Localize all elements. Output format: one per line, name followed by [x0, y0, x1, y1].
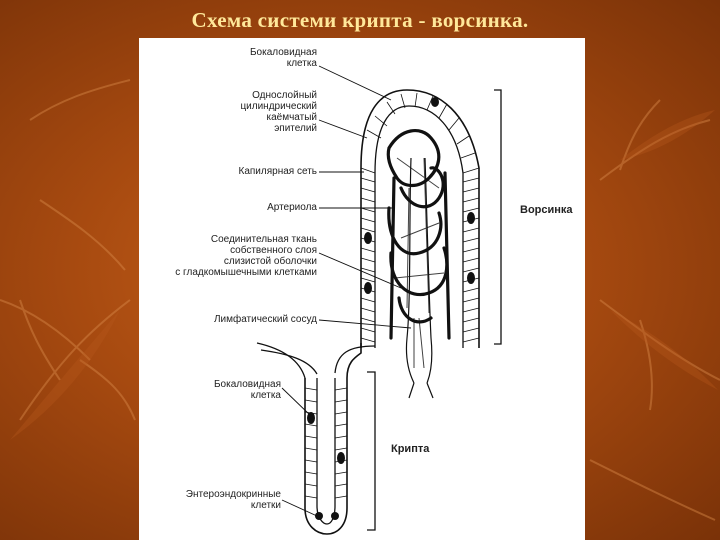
- label-goblet-cell-top: Бокаловидная клетка: [250, 47, 317, 69]
- label-line: эпителий: [274, 123, 317, 134]
- label-connective-tissue: Соединительная ткань собственного слоя с…: [175, 234, 317, 278]
- label-line: собственного слоя: [230, 245, 317, 256]
- label-line: цилиндрический: [240, 101, 317, 112]
- label-line: Энтероэндокринные: [185, 489, 281, 500]
- label-line: с гладкомышечными клетками: [175, 267, 317, 278]
- label-line: клетки: [250, 500, 281, 511]
- label-line: Лимфатический сосуд: [213, 314, 317, 325]
- label-line: Бокаловидная: [249, 47, 317, 58]
- label-line: Капилярная сеть: [238, 166, 318, 177]
- crypt-villus-illustration: [256, 65, 502, 535]
- label-line: Соединительная ткань: [210, 234, 317, 245]
- label-arteriole: Артериола: [267, 202, 317, 213]
- label-capillary-network: Капилярная сеть: [239, 166, 318, 177]
- label-line: Артериола: [267, 202, 317, 213]
- label-line: Бокаловидная: [213, 379, 281, 390]
- slide-title: Схема системи крипта - ворсинка.: [191, 8, 529, 32]
- label-goblet-cell-bottom: Бокаловидная клетка: [214, 379, 281, 401]
- label-line: каёмчатый: [266, 112, 318, 123]
- bracket-label-crypt: Крипта: [391, 443, 430, 455]
- label-enteroendocrine-cells: Энтероэндокринные клетки: [186, 489, 281, 511]
- bracket-label-villus: Ворсинка: [520, 204, 573, 216]
- label-line: Однослойный: [252, 90, 317, 101]
- label-line: слизистой оболочки: [223, 256, 317, 267]
- label-lymphatic-vessel: Лимфатический сосуд: [214, 314, 317, 325]
- label-epithelium: Однослойный цилиндрический каёмчатый эпи…: [240, 90, 317, 134]
- label-line: клетка: [250, 390, 281, 401]
- crypt-villus-diagram: Бокаловидная клетка Однослойный цилиндри…: [139, 38, 585, 540]
- label-line: клетка: [286, 58, 317, 69]
